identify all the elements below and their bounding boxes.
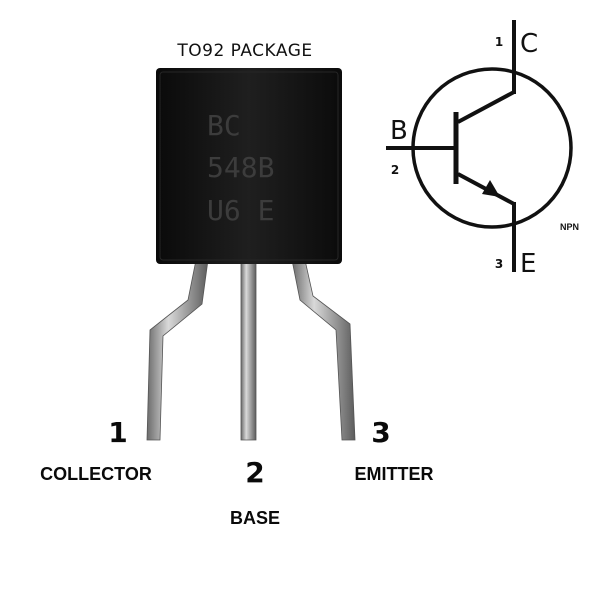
pin-2-number: 2: [245, 456, 264, 489]
emitter-arrow-icon: [482, 180, 500, 197]
transistor-body: BC 548B U6 E: [156, 68, 342, 264]
symbol-type: NPN: [560, 222, 579, 232]
marking-line-2: 548B: [207, 151, 274, 184]
pin-3-name: EMITTER: [355, 464, 434, 484]
collector-leg: [146, 259, 209, 441]
marking-line-3: U6 E: [207, 194, 274, 227]
symbol-base-pin: 2: [391, 163, 399, 177]
pin-1-name: COLLECTOR: [40, 464, 152, 484]
symbol-collector-letter: C: [520, 29, 538, 59]
emitter-leg: [291, 259, 356, 441]
marking-line-1: BC: [207, 109, 241, 142]
base-leg: [240, 259, 257, 441]
pin-labels: 1 COLLECTOR 2 BASE 3 EMITTER: [40, 416, 433, 528]
package-title: TO92 PACKAGE: [176, 41, 312, 61]
collector-diagonal: [457, 90, 515, 124]
pin-3-number: 3: [371, 416, 390, 449]
transistor-legs: [146, 259, 356, 441]
symbol-emitter-letter: E: [520, 249, 536, 279]
symbol-emitter-pin: 3: [495, 257, 503, 271]
pin-2-name: BASE: [230, 508, 280, 528]
symbol-base-letter: B: [390, 116, 408, 146]
symbol-collector-pin: 1: [495, 35, 503, 49]
npn-schematic-symbol: [386, 20, 573, 272]
pin-1-number: 1: [108, 416, 127, 449]
